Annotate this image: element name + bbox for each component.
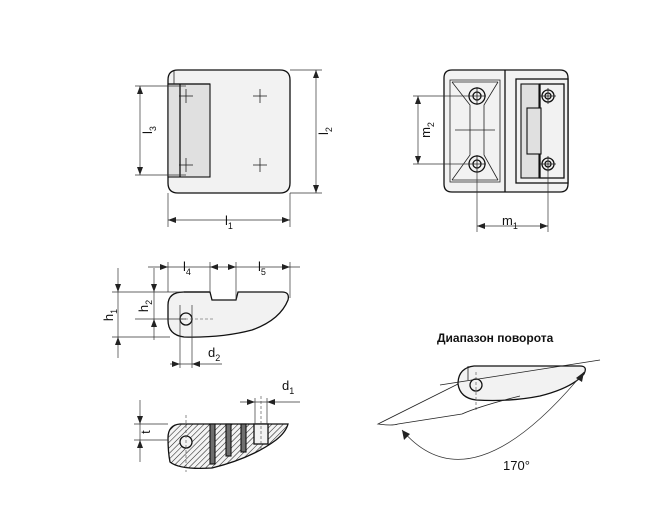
label-t: t (138, 430, 153, 434)
label-l4: l4 (183, 259, 191, 277)
svg-text:l2: l2 (316, 127, 334, 135)
svg-text:m2: m2 (418, 122, 436, 138)
label-h1: h1 (101, 309, 119, 321)
svg-text:h2: h2 (136, 300, 154, 312)
label-l1: l1 (225, 213, 233, 231)
label-l5: l5 (258, 259, 266, 277)
label-l3: l3 (140, 126, 158, 134)
svg-text:t: t (138, 430, 153, 434)
rotation-title: Диапазон поворота (437, 331, 554, 345)
rotation-angle: 170° (503, 458, 530, 473)
label-m2: m2 (418, 122, 436, 138)
svg-text:h1: h1 (101, 309, 119, 321)
label-h2: h2 (136, 300, 154, 312)
side-view (112, 262, 300, 368)
rear-view (413, 69, 569, 232)
svg-text:l3: l3 (140, 126, 158, 134)
label-l2: l2 (316, 127, 334, 135)
label-m1: m1 (502, 213, 518, 231)
section-view (134, 396, 300, 472)
label-d2: d2 (208, 345, 220, 363)
rotation-view (376, 359, 601, 460)
label-d1: d1 (282, 378, 294, 396)
front-view (135, 69, 322, 227)
